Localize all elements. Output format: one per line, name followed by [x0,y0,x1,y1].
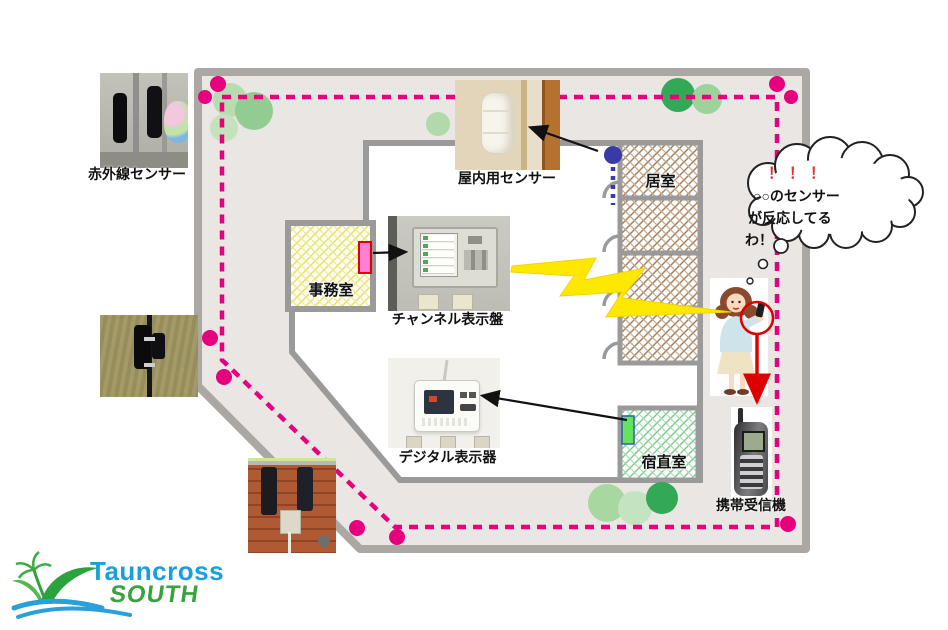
channel-row [422,235,454,242]
digital-display-label: デジタル表示器 [398,449,497,465]
pole-clamp [144,363,155,367]
door [542,80,560,170]
indoor-sensor-unit [481,92,514,154]
sensor-seam [483,132,510,134]
office-room-label: 事務室 [308,282,354,299]
wall-cap [248,458,336,465]
concrete-base [100,152,188,168]
living-room-label: 居室 [645,173,676,190]
channel-row [422,251,454,258]
sensor-seam [483,110,510,112]
phone-antenna [738,408,743,425]
door-jamb [388,216,397,311]
wall-outlet [406,436,422,448]
infrared-sensor-label: 赤外線センサー [88,166,186,182]
skirt [717,352,755,374]
channel-row [422,259,454,266]
indoor-sensor-marker [604,146,622,164]
outdoor-sensor-unit [152,333,165,359]
mobile-receiver-photo [731,407,772,499]
perimeter-dashed-line [219,94,780,530]
brick-wall-sensor-photo [248,458,336,553]
wall-sensor-unit [297,467,313,511]
hedge-strip [248,458,336,461]
infrared-sensor-unit [147,86,162,138]
office-panel-marker [358,241,372,274]
infrared-sensor-unit [113,93,127,143]
channel-panel-label: チャンネル表示盤 [391,311,504,327]
channel-indicator-list [420,233,458,277]
logo-subtitle: SOUTH [108,581,201,608]
palm-trunk [32,569,48,603]
phone-screen [742,431,765,452]
logo-graphic [11,551,132,619]
door-frame [521,80,527,170]
display-screen [424,390,454,414]
display-button [460,404,476,411]
infrared-sensor-photo [100,73,188,168]
logo-leaf [40,567,98,604]
bubble-line2-text: が反応してる [748,210,832,226]
speaker-vents [422,418,470,426]
light-switch [452,294,473,310]
outdoor-sensor-unit [134,325,151,369]
display-button [460,392,467,398]
wall-outlet [474,436,490,448]
wall-sensor-unit [261,467,277,515]
antenna [442,359,449,383]
perimeter-nodes [198,76,798,545]
wire [288,532,291,553]
tree-icons [210,78,722,525]
logo-wave [11,598,105,611]
display-button [469,392,476,398]
channel-row [422,243,454,250]
mobile-receiver-label: 携帯受信機 [716,497,786,513]
display-led [429,396,437,402]
channel-row [422,267,454,274]
palm-fronds [15,551,52,579]
junction-box [280,510,301,534]
bubble-exclaim-text: ！！！ [768,165,832,182]
pole-clamp [144,337,155,341]
wall-outlet [440,436,456,448]
night-duty-room-label: 宿直室 [641,454,687,471]
indoor-sensor-label: 屋内用センサー [458,170,556,186]
background-bags [164,101,188,143]
light-switch [418,294,439,310]
indoor-sensor-photo [455,80,560,170]
staff-woman-figure [710,278,768,396]
night-duty-display-marker [621,415,635,445]
outdoor-sensor-photo [100,315,198,397]
panel-lamp [468,236,482,244]
bubble-line1-text: ○○のセンサー [753,188,840,204]
panel-buttons [464,250,488,270]
digital-display-photo [388,358,500,448]
bubble-line3-text: わ！ [745,232,773,248]
phone-keypad [740,455,763,489]
sensor-pole [133,73,139,168]
channel-display-panel-photo [388,216,510,311]
pipe-fitting [318,535,330,547]
logo-title: Tauncross [90,556,225,586]
